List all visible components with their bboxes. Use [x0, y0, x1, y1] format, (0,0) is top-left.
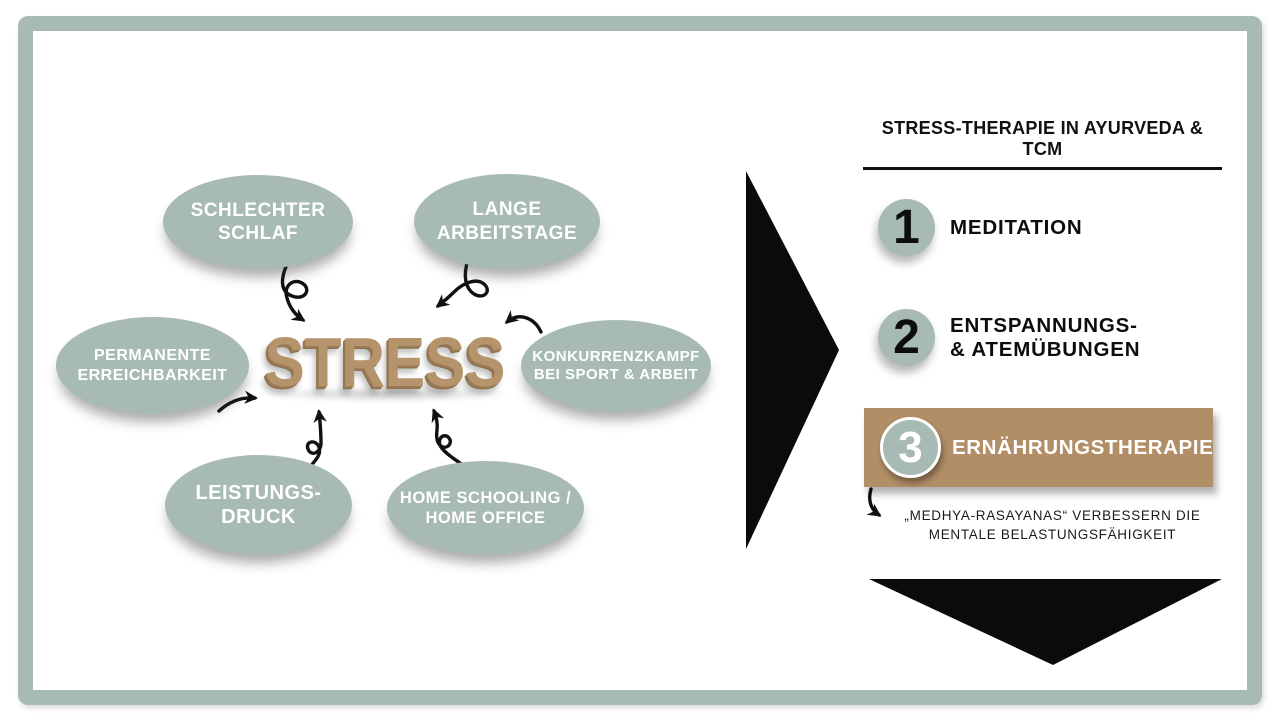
- bubble-label: KONKURRENZKAMPF: [532, 347, 700, 365]
- note-line: „MEDHYA-RASAYANAS“ VERBESSERN DIE: [904, 508, 1201, 523]
- bubble-konkurrenzkampf: KONKURRENZKAMPF BEI SPORT & ARBEIT: [521, 320, 711, 412]
- step-3-label: ERNÄHRUNGSTHERAPIE: [952, 408, 1213, 487]
- panel-title: STRESS-THERAPIE IN AYURVEDA & TCM: [863, 118, 1222, 170]
- bubble-label: HOME SCHOOLING /: [399, 488, 572, 507]
- medhya-rasayanas-note: „MEDHYA-RASAYANAS“ VERBESSERN DIE MENTAL…: [880, 507, 1225, 544]
- bubble-label: SCHLECHTER: [190, 199, 326, 221]
- step-1-label: MEDITATION: [950, 199, 1083, 256]
- bubble-label: PERMANENTE: [93, 346, 211, 364]
- step-1-badge: 1: [878, 199, 935, 256]
- step-label-line: ENTSPANNUNGS-: [950, 313, 1138, 337]
- step-label-line: ERNÄHRUNGSTHERAPIE: [952, 435, 1214, 459]
- step-3-badge: 3: [880, 417, 941, 478]
- bubble-label: ERREICHBARKEIT: [77, 366, 228, 384]
- bubble-label: DRUCK: [221, 506, 296, 528]
- step-2-label: ENTSPANNUNGS- & ATEMÜBUNGEN: [950, 309, 1140, 366]
- bubble-label: ARBEITSTAGE: [436, 222, 578, 244]
- note-line: MENTALE BELASTUNGSFÄHIGKEIT: [928, 526, 1177, 542]
- step-2-badge: 2: [878, 309, 935, 366]
- stress-word: STRESS: [264, 323, 506, 401]
- bubble-label: HOME OFFICE: [425, 509, 546, 527]
- bubble-lange-arbeitstage: LANGE ARBEITSTAGE: [414, 174, 600, 269]
- bubble-label: LANGE: [472, 199, 542, 221]
- bubble-label: SCHLAF: [217, 223, 299, 244]
- step-label-line: MEDITATION: [950, 215, 1083, 239]
- stress-word-shadow: [258, 386, 513, 402]
- step-number: 1: [893, 201, 920, 254]
- bubble-permanente-erreichbarkeit: PERMANENTE ERREICHBARKEIT: [56, 317, 249, 414]
- bubble-home-schooling: HOME SCHOOLING / HOME OFFICE: [387, 461, 584, 555]
- bubble-label: LEISTUNGS-: [195, 481, 322, 504]
- bubble-leistungsdruck: LEISTUNGS- DRUCK: [165, 455, 352, 555]
- step-label-line: & ATEMÜBUNGEN: [950, 337, 1141, 361]
- step-number: 3: [898, 422, 923, 472]
- bubble-schlechter-schlaf: SCHLECHTER SCHLAF: [163, 175, 353, 269]
- bubble-label: BEI SPORT & ARBEIT: [533, 366, 699, 383]
- step-number: 2: [893, 311, 920, 364]
